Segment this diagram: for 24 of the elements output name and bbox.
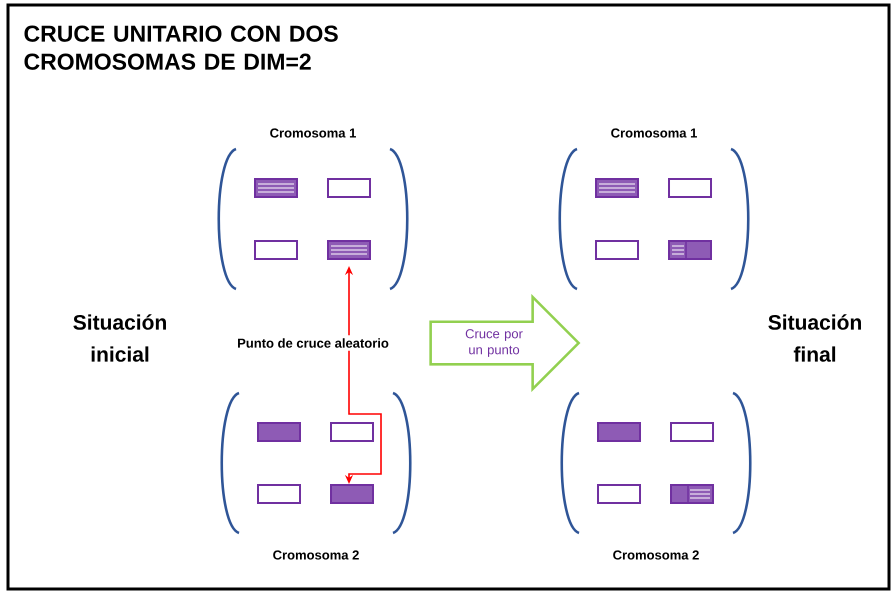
chromosome-matrix: Cromosoma 2 (560, 392, 752, 560)
gene-box (327, 178, 371, 198)
title: CRUCE UNITARIO CON DOS CROMOSOMAS DE DIM=2 (24, 26, 338, 70)
gene-box (330, 484, 374, 504)
gene-box (668, 240, 712, 260)
gene-box (597, 484, 641, 504)
gene-box (595, 178, 639, 198)
gene-box (254, 178, 298, 198)
edge-label: Punto de cruce aleatorio (234, 335, 392, 351)
gene-box (257, 422, 301, 442)
gene-box (327, 240, 371, 260)
gene-box (597, 422, 641, 442)
side-label: Situación inicial (73, 314, 166, 362)
gene-box (254, 240, 298, 260)
gene-box (257, 484, 301, 504)
chromosome-matrix: Cromosoma 1 (217, 128, 409, 290)
gene-box (595, 240, 639, 260)
gene-box (668, 178, 712, 198)
gene-box (670, 422, 714, 442)
side-label: Situación final (768, 314, 861, 362)
gene-box (330, 422, 374, 442)
chromosome-matrix: Cromosoma 2 (220, 392, 412, 560)
gene-box (670, 484, 714, 504)
chromosome-matrix: Cromosoma 1 (558, 128, 750, 290)
